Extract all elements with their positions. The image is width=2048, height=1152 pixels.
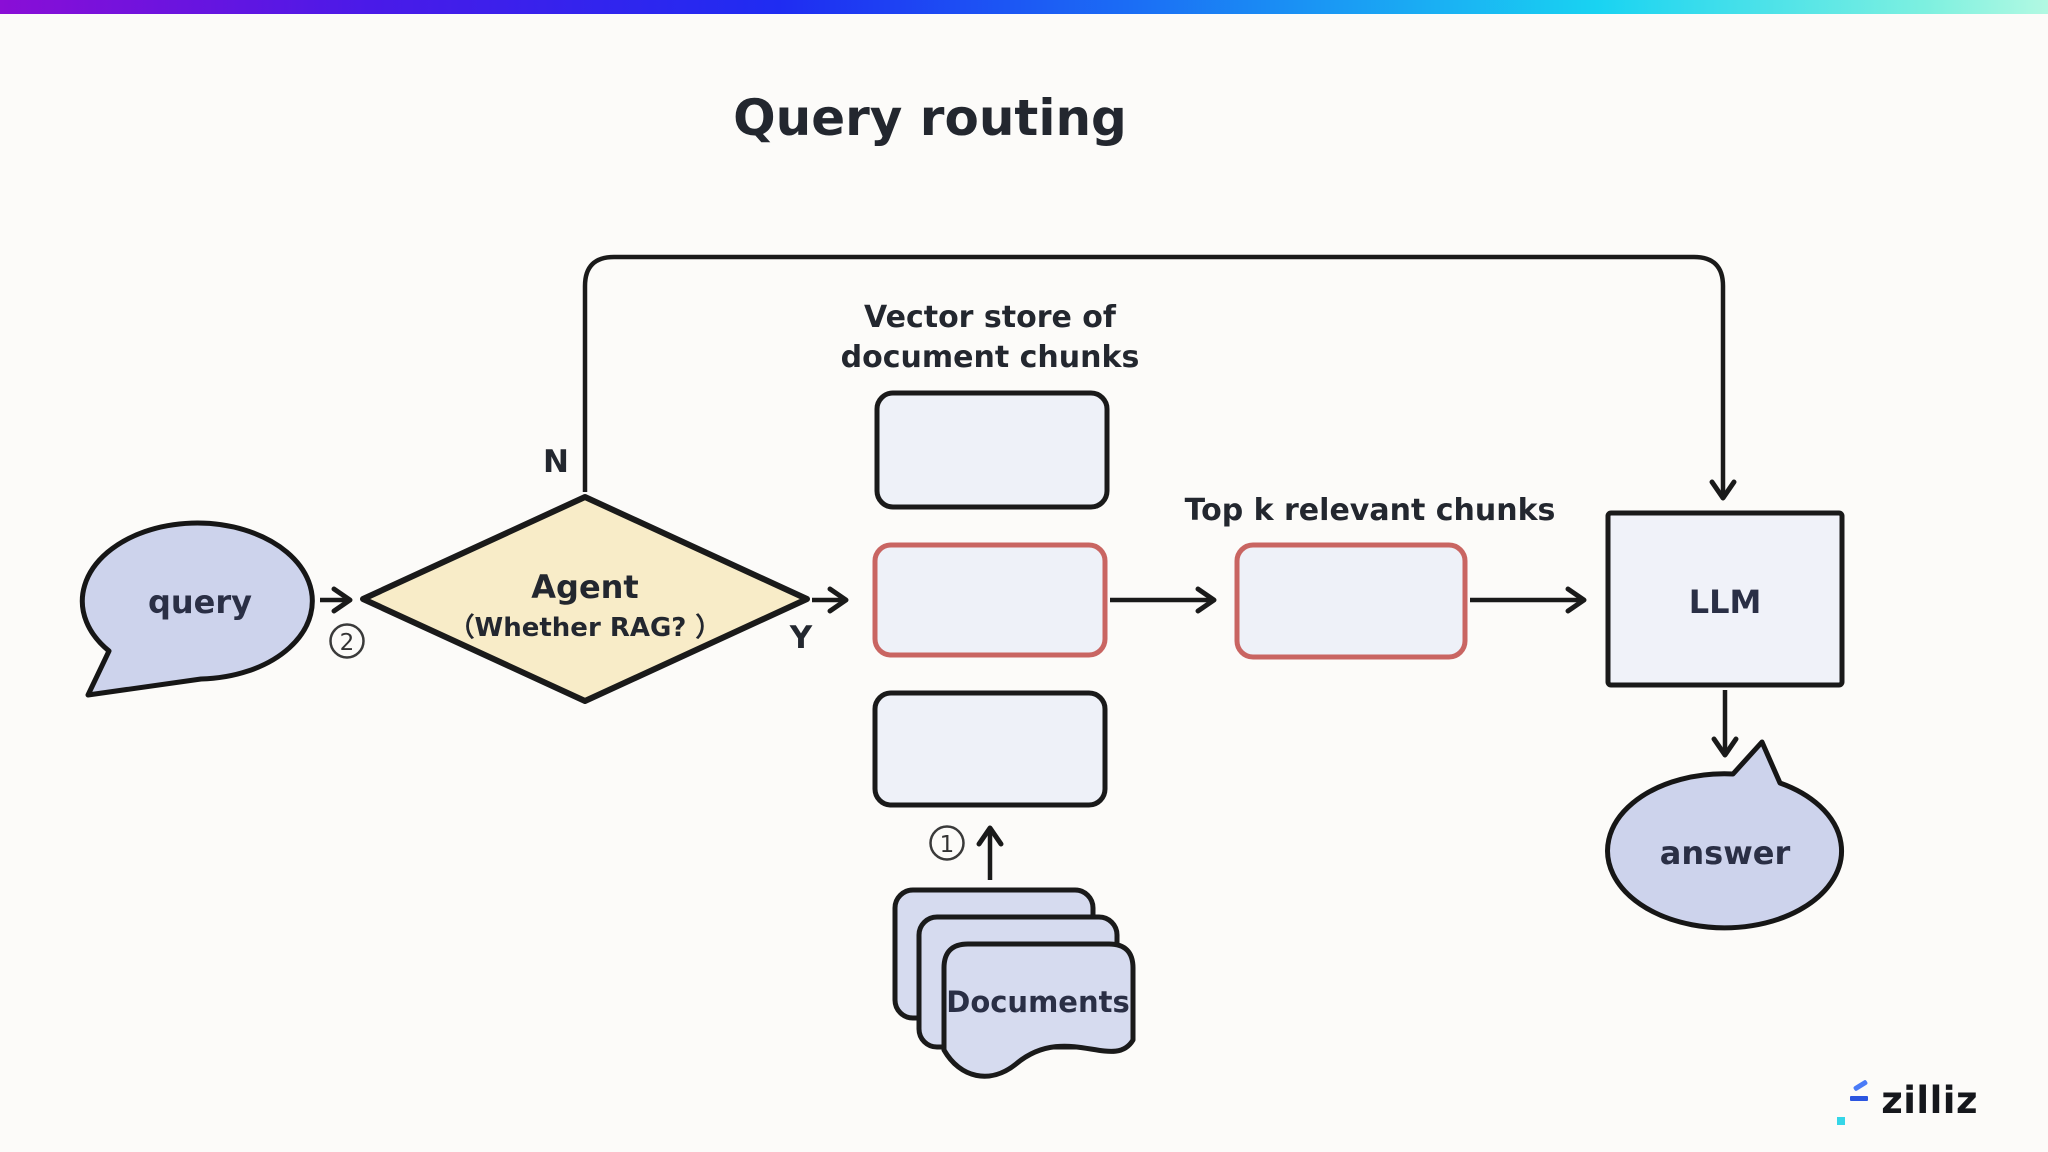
query-bubble xyxy=(79,520,315,698)
top-gradient-bar xyxy=(0,0,2048,14)
answer-bubble xyxy=(1605,739,1845,931)
page-title: Query routing xyxy=(733,89,1127,147)
step-1-number: 1 xyxy=(940,832,955,858)
step-1-circle xyxy=(929,825,965,861)
step-2-number: 2 xyxy=(340,630,355,656)
zilliz-logo-icon xyxy=(1837,1077,1873,1125)
step-2-circle xyxy=(329,623,365,659)
chunk-box-top xyxy=(874,390,1110,510)
answer-bubble-label: answer xyxy=(1660,834,1791,872)
vector-store-label-line2: document chunks xyxy=(841,340,1140,375)
top-k-box xyxy=(1234,542,1468,660)
documents-front-sheet xyxy=(941,941,1136,1079)
zilliz-logo: zilliz xyxy=(1837,1074,1978,1126)
query-bubble-label: query xyxy=(148,583,252,621)
agent-condition-label: （Whether RAG? ） xyxy=(449,613,722,643)
arrow-no-branch-to-llm xyxy=(582,254,1737,501)
branch-n-label: N xyxy=(543,444,569,480)
agent-decision-diamond xyxy=(360,494,810,704)
chunk-box-selected xyxy=(872,542,1108,658)
documents-label: Documents xyxy=(946,985,1130,1019)
chunk-box-bottom xyxy=(872,690,1108,808)
branch-y-label: Y xyxy=(789,620,813,656)
llm-label: LLM xyxy=(1689,583,1762,621)
llm-box xyxy=(1605,510,1845,688)
top-k-label: Top k relevant chunks xyxy=(1185,493,1556,528)
zilliz-logo-text: zilliz xyxy=(1881,1078,1978,1122)
vector-store-label-line1: Vector store of xyxy=(864,300,1117,335)
agent-label: Agent xyxy=(531,568,638,606)
